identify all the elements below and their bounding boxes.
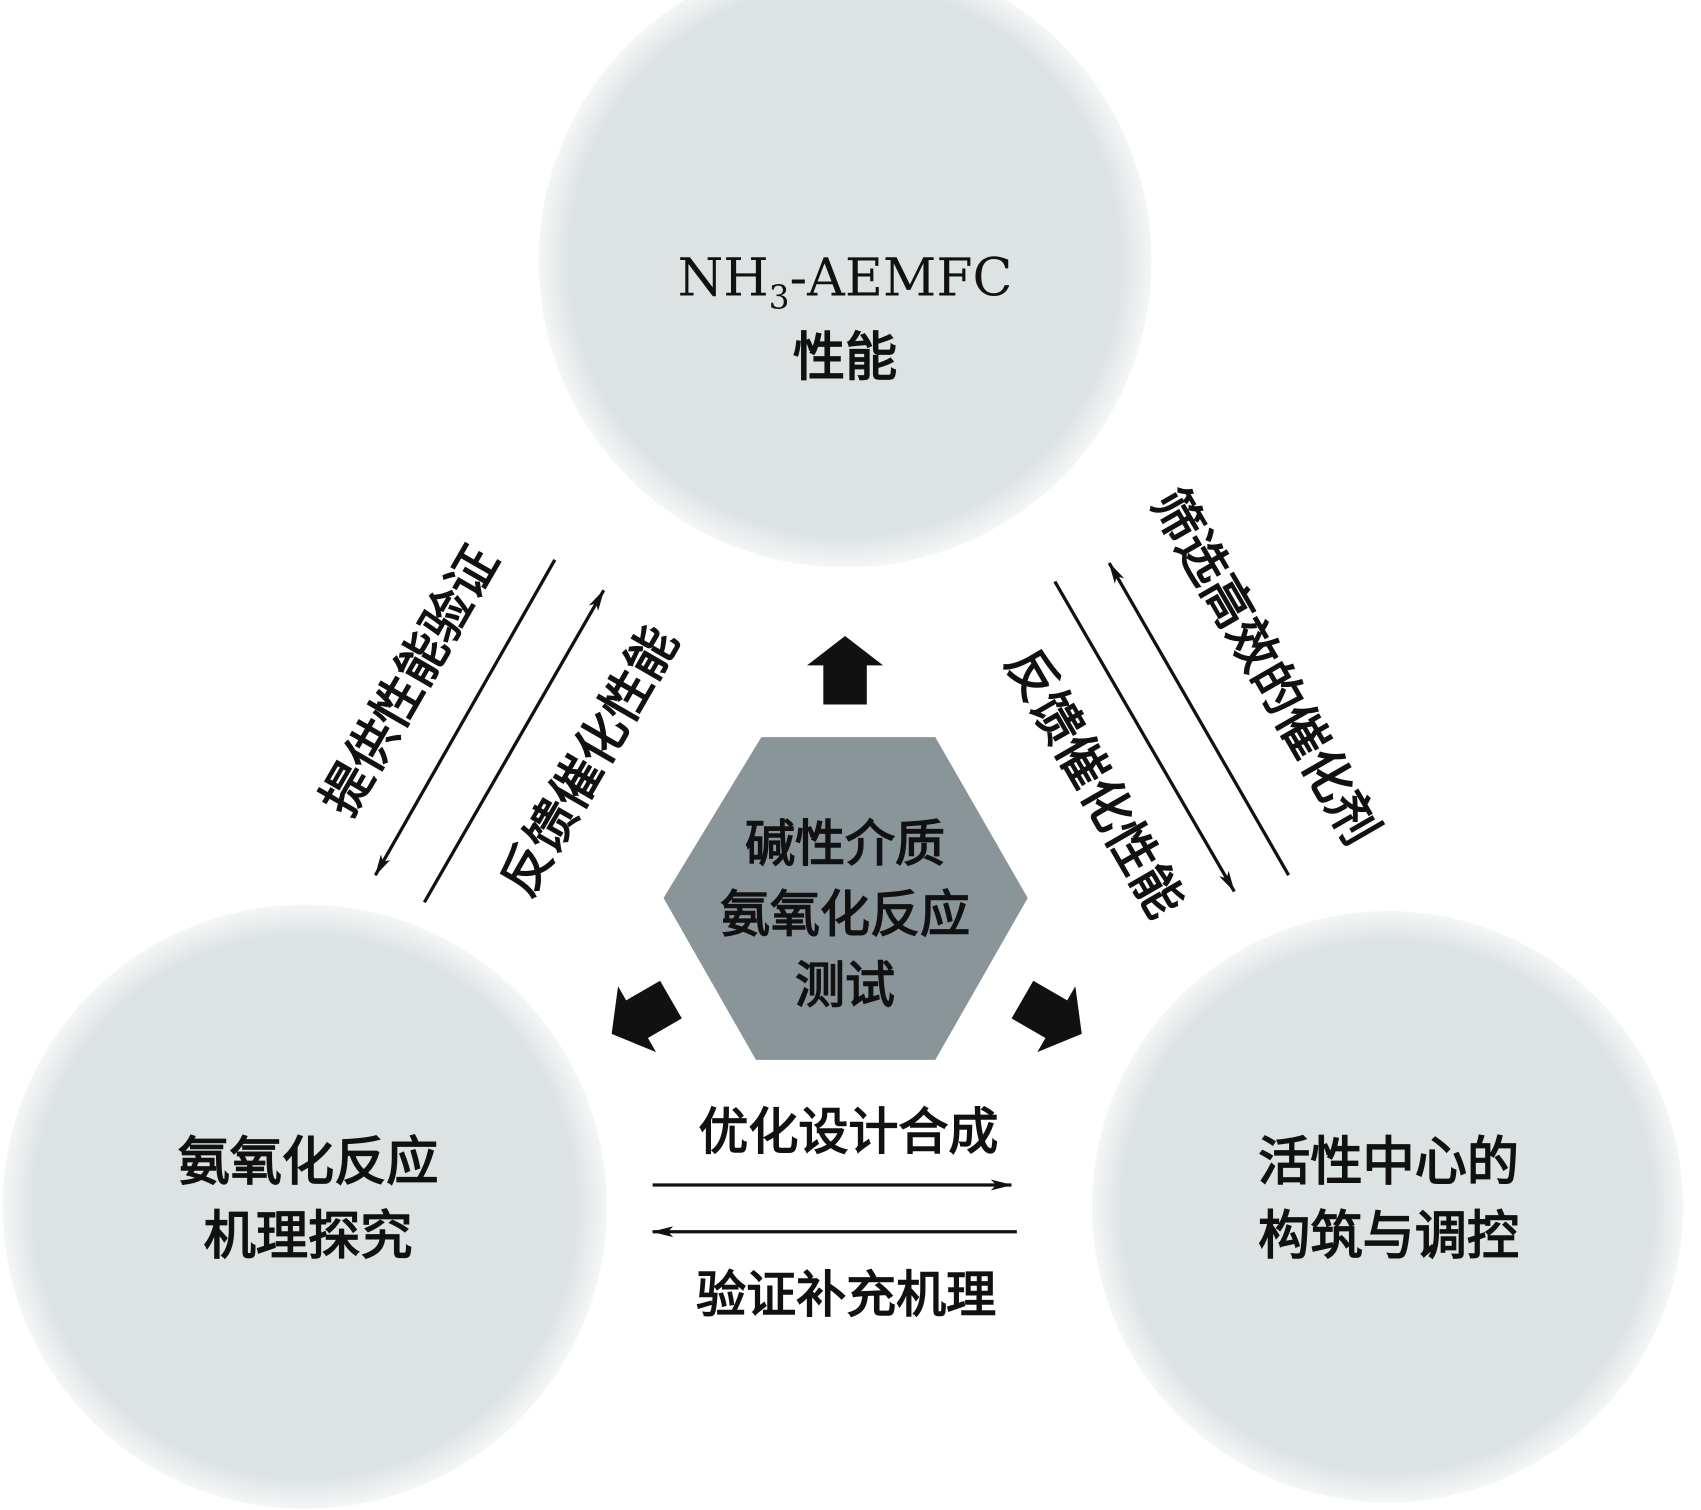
edge-label-right-outer: 筛选高效的催化剂 (1140, 478, 1391, 854)
right-node-line1: 活性中心的 (1258, 1132, 1519, 1193)
center-node-line1: 碱性介质 (745, 814, 945, 873)
left-node-line2: 机理探究 (204, 1205, 413, 1266)
top-node-subtitle: 性能 (793, 327, 897, 388)
left-node-circle (2, 904, 607, 1509)
edge-label-left-inner: 反馈催化性能 (488, 616, 689, 905)
arrow-top-to-right (1053, 580, 1236, 893)
lower-left-block-arrow-icon (611, 980, 682, 1053)
top-node-circle (538, 0, 1152, 568)
edge-label-left-outer: 提供性能验证 (309, 536, 510, 825)
right-node-line2: 构筑与调控 (1258, 1205, 1519, 1266)
edge-label-bottom-top: 优化设计合成 (698, 1102, 998, 1161)
arrow-left-to-top (422, 589, 606, 904)
center-node-line3: 测试 (795, 955, 895, 1014)
right-node-circle (1091, 911, 1684, 1503)
arrow-top-to-left (374, 559, 557, 877)
top-node-title: NH3-AEMFC (678, 249, 1013, 317)
up-block-arrow-icon (807, 635, 884, 705)
lower-right-block-arrow-icon (1011, 980, 1082, 1053)
arrow-right-to-top (1107, 562, 1291, 876)
center-node-line2: 氨氧化反应 (720, 885, 970, 944)
edge-label-right-inner: 反馈催化性能 (994, 638, 1195, 927)
left-node-line1: 氨氧化反应 (178, 1132, 439, 1193)
center-node-hexagon (663, 737, 1028, 1060)
edge-label-bottom-bottom: 验证补充机理 (696, 1265, 996, 1324)
